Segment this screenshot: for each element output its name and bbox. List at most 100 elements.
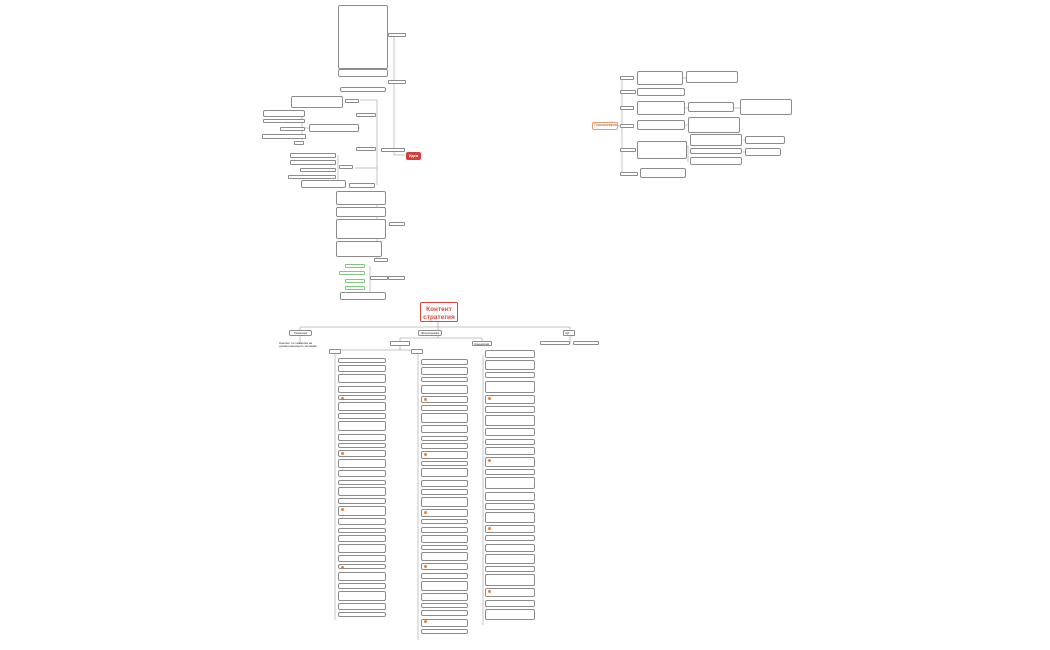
column-a-item[interactable] xyxy=(338,365,386,373)
column-b-item[interactable] xyxy=(421,435,468,441)
pos-node-1[interactable] xyxy=(620,76,634,80)
ideas-node-30[interactable] xyxy=(339,271,365,275)
column-b-item[interactable] xyxy=(421,359,468,365)
ideas-node-24[interactable] xyxy=(336,207,386,217)
column-b-item[interactable] xyxy=(421,479,468,487)
branch-audience[interactable]: ЦА xyxy=(563,330,575,336)
pos-node-8[interactable] xyxy=(688,102,734,112)
column-b-item[interactable] xyxy=(421,413,468,424)
branch-concepts[interactable]: Концепции xyxy=(472,341,492,346)
branch-focus[interactable]: Фокусировка xyxy=(418,330,442,336)
column-b-item[interactable] xyxy=(421,552,468,562)
column-b-item[interactable] xyxy=(421,442,468,449)
pos-node-17[interactable] xyxy=(690,148,742,154)
column-b-item[interactable] xyxy=(421,425,468,434)
ideas-node-17[interactable] xyxy=(290,160,336,165)
ideas-node-14[interactable] xyxy=(356,147,376,151)
column-c-item[interactable] xyxy=(485,380,535,393)
ideas-node-15[interactable] xyxy=(381,148,405,152)
column-a-item[interactable] xyxy=(338,544,386,553)
column-b-item[interactable] xyxy=(421,377,468,383)
ideas-node-21[interactable] xyxy=(301,180,346,188)
central-topic[interactable]: Контент стратегия xyxy=(420,302,458,322)
ideas-node-12[interactable] xyxy=(294,141,304,145)
ideas-node-29[interactable] xyxy=(345,264,365,268)
column-c-item[interactable] xyxy=(485,372,535,379)
ideas-node-8[interactable] xyxy=(263,119,305,123)
ideas-node-28[interactable] xyxy=(374,258,388,262)
column-b-item[interactable] xyxy=(421,572,468,579)
column-a-item[interactable] xyxy=(338,506,386,517)
column-a-item[interactable] xyxy=(338,564,386,570)
ideas-node-20[interactable] xyxy=(288,175,336,179)
pos-node-9[interactable] xyxy=(740,99,792,115)
ideas-node-33[interactable] xyxy=(345,286,365,290)
pos-node-14[interactable] xyxy=(637,141,687,159)
column-a-item[interactable] xyxy=(338,394,386,400)
ideas-node-3[interactable] xyxy=(388,80,406,84)
ideas-node-35[interactable] xyxy=(340,292,386,300)
column-c-item[interactable] xyxy=(485,502,535,510)
ideas-node-31[interactable] xyxy=(370,276,388,280)
pos-node-10[interactable] xyxy=(620,124,634,128)
ideas-node-11[interactable] xyxy=(262,134,306,139)
column-b-item[interactable] xyxy=(421,593,468,601)
pos-node-21[interactable] xyxy=(640,168,686,178)
positioning-root[interactable]: Позиционирование xyxy=(592,122,618,130)
ideas-node-19[interactable] xyxy=(300,168,336,172)
column-b-head[interactable] xyxy=(411,349,423,354)
column-a-item[interactable] xyxy=(338,591,386,601)
pos-node-19[interactable] xyxy=(690,157,742,165)
column-c-item[interactable] xyxy=(485,491,535,501)
column-c-item[interactable] xyxy=(485,535,535,542)
column-b-item[interactable] xyxy=(421,395,468,403)
audience-child-a[interactable] xyxy=(540,341,570,345)
ideas-node-22[interactable] xyxy=(349,183,375,188)
column-a-item[interactable] xyxy=(338,498,386,504)
column-c-item[interactable] xyxy=(485,394,535,404)
column-b-item[interactable] xyxy=(421,509,468,518)
column-c-item[interactable] xyxy=(485,438,535,445)
ideas-node-4[interactable] xyxy=(340,87,386,92)
column-a-item[interactable] xyxy=(338,374,386,384)
ideas-node-6[interactable] xyxy=(291,96,343,108)
column-b-item[interactable] xyxy=(421,545,468,550)
ideas-node-34[interactable] xyxy=(388,276,405,280)
column-a-item[interactable] xyxy=(338,534,386,542)
column-b-item[interactable] xyxy=(421,563,468,571)
column-a-item[interactable] xyxy=(338,571,386,581)
ideas-node-25[interactable] xyxy=(336,219,386,239)
pos-node-20[interactable] xyxy=(620,172,638,176)
column-b-item[interactable] xyxy=(421,488,468,495)
column-c-item[interactable] xyxy=(485,360,535,371)
column-a-item[interactable] xyxy=(338,459,386,469)
ideas-node-13[interactable] xyxy=(356,113,376,117)
column-a-item[interactable] xyxy=(338,582,386,589)
column-b-item[interactable] xyxy=(421,384,468,394)
column-a-item[interactable] xyxy=(338,413,386,420)
column-c-item[interactable] xyxy=(485,406,535,413)
column-c-item[interactable] xyxy=(485,477,535,490)
column-b-item[interactable] xyxy=(421,628,468,634)
column-a-item[interactable] xyxy=(338,358,386,363)
column-b-item[interactable] xyxy=(421,618,468,627)
column-a-item[interactable] xyxy=(338,402,386,411)
column-c-item[interactable] xyxy=(485,512,535,523)
column-b-item[interactable] xyxy=(421,603,468,609)
column-a-item[interactable] xyxy=(338,486,386,496)
ideas-node-26[interactable] xyxy=(389,222,405,226)
column-c-item[interactable] xyxy=(485,566,535,572)
column-a-item[interactable] xyxy=(338,555,386,563)
pos-node-11[interactable] xyxy=(637,120,685,130)
ideas-node-10[interactable] xyxy=(280,127,305,131)
column-b-item[interactable] xyxy=(421,534,468,543)
ideas-node-18[interactable] xyxy=(339,165,353,169)
column-b-item[interactable] xyxy=(421,451,468,459)
column-a-item[interactable] xyxy=(338,518,386,526)
column-c-item[interactable] xyxy=(485,350,535,358)
column-b-item[interactable] xyxy=(421,526,468,533)
ideas-node-23[interactable] xyxy=(336,191,386,205)
ideas-long-note[interactable] xyxy=(338,5,388,69)
column-a-item[interactable] xyxy=(338,612,386,618)
column-a-item[interactable] xyxy=(338,450,386,457)
